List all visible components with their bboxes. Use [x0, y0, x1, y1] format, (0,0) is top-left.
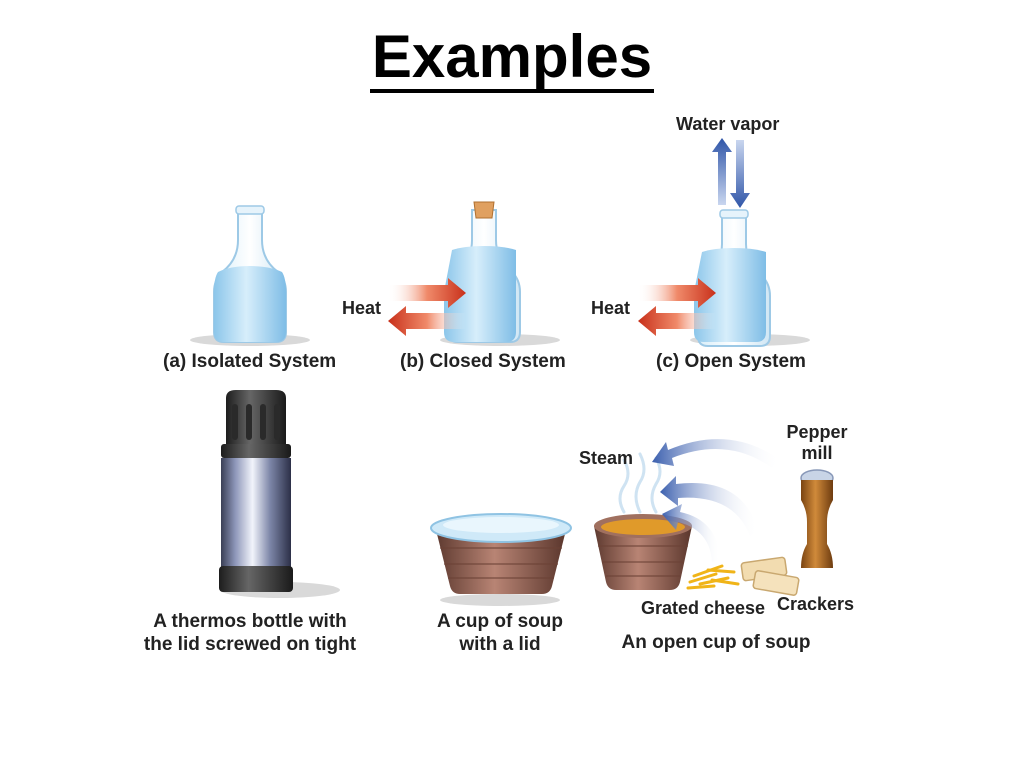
heat-arrows-closed: [388, 278, 466, 336]
thermos-caption-line-1: A thermos bottle with: [153, 611, 347, 632]
water-vapor-arrows: [712, 138, 750, 208]
open-soup-cup: [594, 514, 692, 590]
grated-cheese-label: Grated cheese: [641, 598, 766, 618]
lidded-soup-cup: [430, 513, 572, 594]
pepper-mill-label: Pepper mill: [772, 422, 862, 464]
lidded-cup-caption: A cup of soup with a lid: [400, 610, 600, 656]
open-system-flow-arrows: [652, 439, 780, 562]
crackers: [740, 556, 800, 596]
open-system-label: (c) Open System: [656, 351, 806, 372]
thermos-caption: A thermos bottle with the lid screwed on…: [130, 610, 370, 656]
lidded-cup-caption-line-1: A cup of soup: [437, 611, 563, 632]
crackers-label: Crackers: [777, 594, 855, 614]
heat-arrows-open: [638, 278, 716, 336]
grated-cheese: [686, 564, 740, 590]
thermos-caption-line-2: the lid screwed on tight: [143, 634, 357, 655]
isolated-system-label: (a) Isolated System: [163, 351, 337, 372]
lidded-cup-caption-line-2: with a lid: [459, 634, 541, 655]
heat-label-closed: Heat: [342, 298, 382, 318]
closed-system-label: (b) Closed System: [400, 351, 566, 372]
pepper-mill-label-line-1: Pepper: [786, 422, 848, 442]
open-cup-caption: An open cup of soup: [621, 632, 811, 653]
pepper-mill-label-line-2: mill: [801, 443, 833, 463]
isolated-bottle: [213, 205, 287, 343]
slide-title: Examples: [0, 22, 1024, 93]
heat-label-open: Heat: [591, 298, 631, 318]
steam-wisps: [618, 452, 662, 514]
pepper-mill: [800, 469, 834, 568]
water-vapor-label: Water vapor: [676, 114, 780, 134]
thermos-bottle: [219, 390, 293, 592]
steam-label: Steam: [579, 448, 634, 468]
